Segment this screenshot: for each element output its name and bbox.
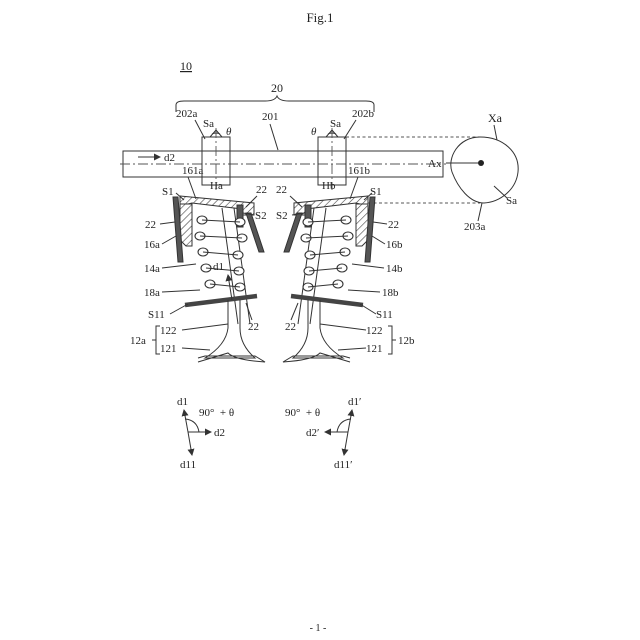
vec-right-d1-label: d1′ [348,396,361,408]
cam-right-label: 202b [352,108,375,120]
cam-nose-leader [478,203,482,221]
s2-left-label: S2 [255,210,267,222]
spring-seat-right [291,296,363,305]
hb-label: Hb [322,180,336,192]
head-right-label: 121 [366,343,383,355]
cam-right-leader [344,120,356,139]
spring-right-label: 14b [386,263,403,275]
vec-left-angle-label: 90° + θ [199,407,234,419]
stem-right-edge1 [310,208,326,324]
seat-right-leader [348,290,380,292]
valve-right-brace [388,326,396,354]
vec-right-d11-arrow [344,432,348,455]
stem-left-edge1 [222,208,238,324]
sa-left-label: Sa [203,118,214,130]
s11-left-label: S11 [148,309,165,321]
s11-right-label: S11 [376,309,393,321]
camshaft-label: 201 [262,111,279,123]
camshaft-group-bracket [176,96,374,112]
xa-label: Xa [488,111,503,125]
seat-left-leader [162,290,200,292]
guide-right [356,204,368,246]
vector-diagram-right: d1′ 90° + θ d2′ d11′ [285,396,361,471]
s1-left-label: S1 [162,186,174,198]
stem-right-leader [320,324,366,330]
valve-left-brace [152,326,160,354]
guide-left [180,204,192,246]
d2-top-label: d2 [164,152,175,164]
head-left-label: 121 [160,343,177,355]
s11-left-leader [170,304,188,314]
cam-nose-label: 203a [464,221,486,233]
head-right-leader [338,348,366,350]
spring-left-label: 14a [144,263,160,275]
cam-left-label: 202a [176,108,198,120]
vec-right-d2-label: d2′ [306,427,319,439]
ax-label: Ax [428,158,442,170]
vec-left-d1-arrow [184,410,188,432]
s11-right-leader [360,304,376,314]
stem-right-label: 122 [366,325,383,337]
guide-right-leader [372,236,385,244]
valve-left-label: 12a [130,335,146,347]
vec-right-angle-label: 90° + θ [285,407,320,419]
camshaft-group-label: 20 [271,81,283,95]
vec-left-d2-label: d2 [214,427,225,439]
vec-left-d11-label: d11 [180,459,196,471]
cam-profile [451,137,518,203]
right-valve-assembly [283,196,375,362]
vector-diagram-left: d1 90° + θ d2 d11 [177,396,234,471]
retainer-left-label: 161a [182,165,204,177]
left-valve-assembly [173,196,265,362]
page-number: - 1 - [310,623,327,634]
sa-right-label: Sa [330,118,341,130]
figure-title: Fig.1 [306,10,333,25]
seat-left-label: 18a [144,287,160,299]
sa-cam-label: Sa [506,195,517,207]
retainer-left-leader [188,177,196,199]
d1-mid-label: d1 [213,261,224,273]
head-left-leader [182,348,210,350]
g22-f-leader [291,303,298,320]
g22-e-label: 22 [248,321,259,333]
sa-cam-leader [494,186,507,198]
assembly-ref-label: 10 [180,59,192,73]
stem-left-leader [182,324,228,330]
ha-label: Ha [210,180,223,192]
g22-d-label: 22 [388,219,399,231]
g22-f-label: 22 [285,321,296,333]
vec-left-d1-label: d1 [177,396,188,408]
vec-right-d11-label: d11′ [334,459,353,471]
guide-left-leader [162,236,176,244]
g22-b-label: 22 [276,184,287,196]
seat-right-label: 18b [382,287,399,299]
guide-right-label: 16b [386,239,403,251]
theta-right-label: θ [311,126,317,138]
vec-left-d11-arrow [188,432,192,455]
retainer-right-label: 161b [348,165,371,177]
g22-c-leader [160,222,175,224]
cam-center-dot [478,160,484,166]
spring-right-leader [352,264,384,268]
stem-left-label: 122 [160,325,177,337]
g22-a-label: 22 [256,184,267,196]
vec-right-d1-arrow [348,410,352,432]
retainer-right-leader [350,177,358,199]
xa-leader [494,125,497,140]
valve-right-label: 12b [398,335,415,347]
s1-right-label: S1 [370,186,382,198]
spring-left-leader [162,264,196,268]
s2-right-label: S2 [276,210,288,222]
g22-c-label: 22 [145,219,156,231]
theta-left-label: θ [226,126,232,138]
camshaft-leader [270,124,278,150]
g22-d-leader [373,222,387,224]
guide-left-label: 16a [144,239,160,251]
